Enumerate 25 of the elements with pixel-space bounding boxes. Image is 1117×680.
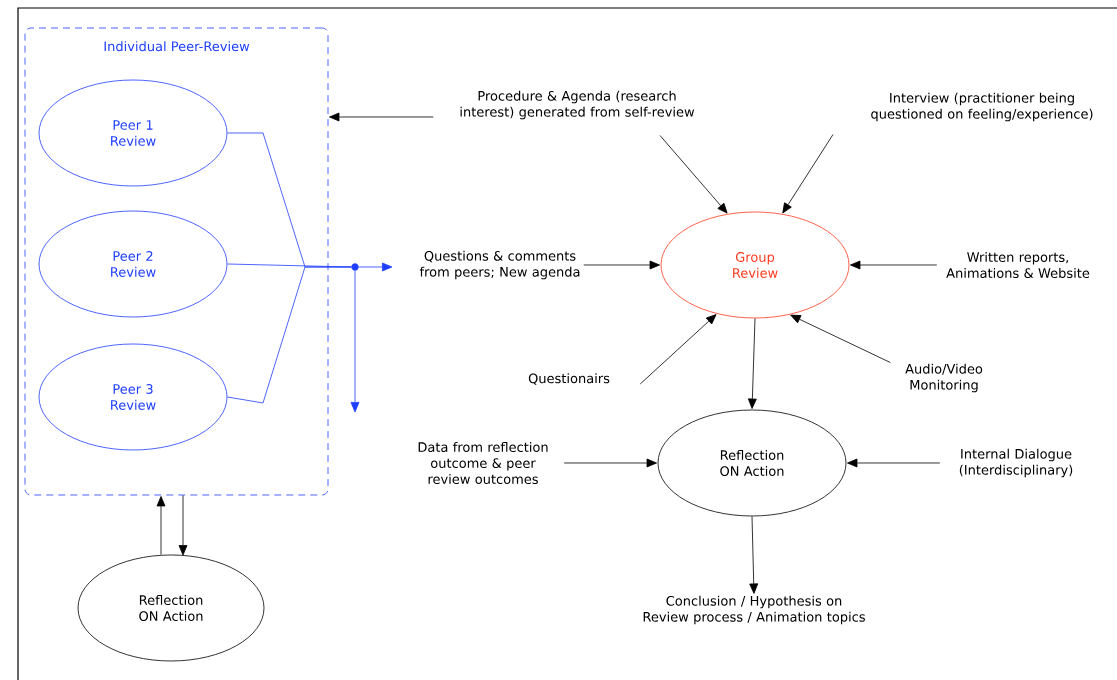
arrow: [749, 516, 759, 594]
arrow: [583, 260, 660, 270]
input-text: Interview (practitioner being questioned on feeling/experience): [871, 92, 1093, 122]
arrow: [850, 260, 938, 270]
arrow: [659, 135, 728, 214]
arrow: [790, 314, 891, 363]
input-text: Data from reflection outcome & peer review outcomes: [418, 441, 548, 485]
input-text: Questionairs: [528, 373, 610, 385]
input-text: Internal Dialogue (Interdisciplinary): [959, 448, 1073, 478]
arrow: [639, 314, 717, 385]
output-text: Conclusion / Hypothesis on Review process / Animation topics: [643, 595, 865, 625]
arrow: [847, 458, 941, 468]
input-text: Audio/Video Monitoring: [905, 363, 983, 393]
arrow: [329, 112, 434, 122]
arrow: [747, 318, 757, 409]
arrow: [350, 270, 360, 413]
input-text: Written reports, Animations & Website: [946, 251, 1090, 279]
arrow: [358, 262, 393, 272]
arrow: [563, 458, 657, 468]
input-text: Procedure & Agenda (research interest) generated from self-review: [460, 90, 695, 120]
arrow: [156, 496, 166, 555]
connector-line: [227, 266, 352, 404]
arrow: [782, 134, 834, 214]
input-text: Questions & comments from peers; New agenda: [419, 250, 580, 280]
arrow: [178, 495, 188, 556]
